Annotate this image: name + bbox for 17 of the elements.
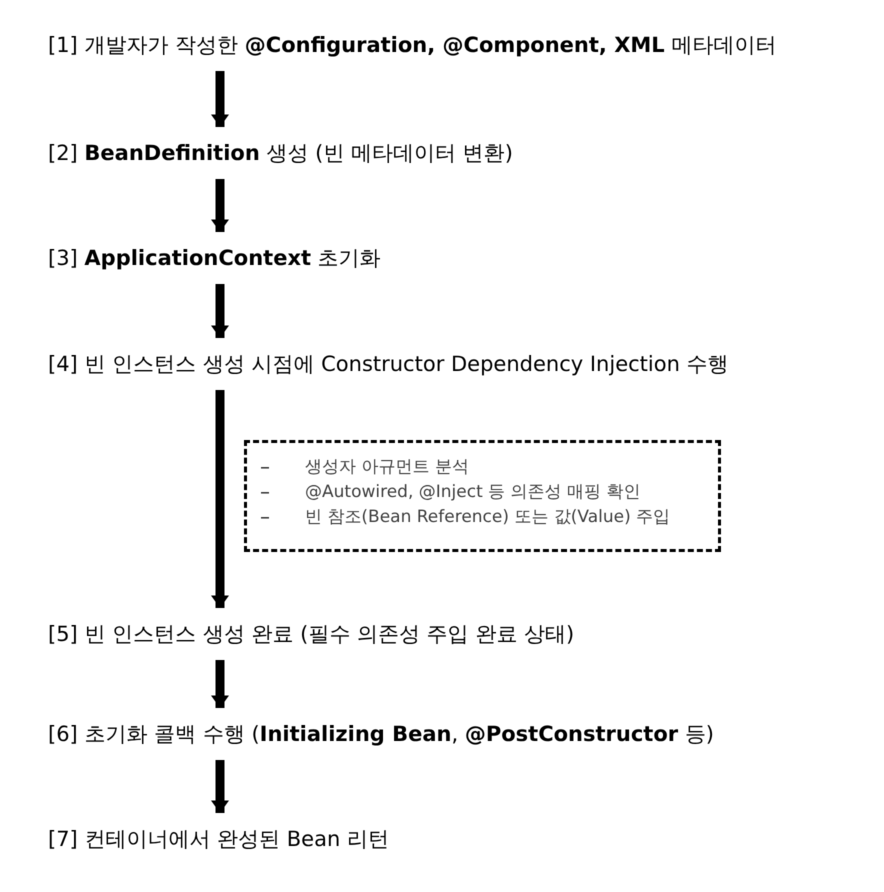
list-item: 빈 참조(Bean Reference) 또는 값(Value) 주입 — [305, 507, 670, 527]
step-text: [7] 컨테이너에서 완성된 Bean 리턴 — [48, 813, 389, 865]
list-item: @Autowired, @Inject 등 의존성 매핑 확인 — [305, 482, 640, 502]
arrow — [211, 660, 229, 708]
arrow — [211, 179, 229, 232]
arrow — [211, 760, 229, 813]
step-text: [6] 초기화 콜백 수행 (Initializing Bean, @PostConstructor 등) — [48, 708, 714, 760]
arrow — [211, 284, 229, 338]
arrow — [211, 390, 229, 608]
step-text: [5] 빈 인스턴스 생성 완료 (필수 의존성 주입 완료 상태) — [48, 608, 574, 660]
step-text: [2] BeanDefinition 생성 (빈 메타데이터 변환) — [48, 127, 513, 179]
step-text: [3] ApplicationContext 초기화 — [48, 232, 381, 284]
arrow — [211, 71, 229, 127]
note-box — [244, 440, 721, 552]
step-text: [4] 빈 인스턴스 생성 시점에 Constructor Dependency Injection 수행 — [48, 338, 729, 390]
list-item: 생성자 아규먼트 분석 — [305, 457, 469, 477]
step-text: [1] 개발자가 작성한 @Configuration, @Component, XML 메타데이터 — [48, 19, 776, 71]
